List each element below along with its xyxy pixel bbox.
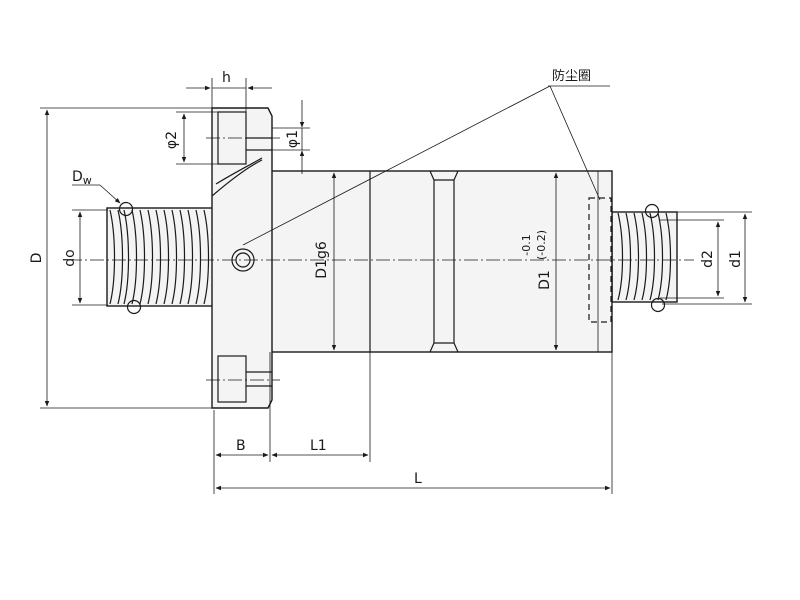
dimension-phi2: φ2 xyxy=(164,111,218,165)
left-screw-shaft xyxy=(106,201,216,315)
label-phi2: φ2 xyxy=(164,131,180,149)
label-D1: D1 xyxy=(537,270,553,290)
dimension-L1: L1 xyxy=(271,352,371,462)
flange xyxy=(211,107,273,409)
left-thread-grooves xyxy=(109,209,210,305)
dimension-d1: d1 xyxy=(662,211,752,305)
label-D1-tolerance-lower: (-0.2) xyxy=(535,230,548,260)
label-L: L xyxy=(414,471,422,487)
callout-dust-ring: 防尘圈 xyxy=(242,68,610,246)
nut-body xyxy=(215,170,613,353)
ball-top-left xyxy=(118,201,134,217)
dimension-L: L xyxy=(215,352,613,494)
label-do: do xyxy=(62,249,78,266)
dimension-D1g6: D1g6 xyxy=(314,172,337,351)
dimension-phi1: φ1 xyxy=(272,100,310,174)
label-dust-ring: 防尘圈 xyxy=(552,68,591,84)
right-screw-shaft xyxy=(611,203,678,313)
label-d1: d1 xyxy=(728,250,744,268)
dimension-B: B xyxy=(213,352,271,494)
label-Dw: Dw xyxy=(72,169,92,187)
label-D1g6: D1g6 xyxy=(314,241,330,279)
dust-ring-right xyxy=(588,197,612,323)
dimension-Dw: Dw xyxy=(72,169,121,204)
dimension-do: do xyxy=(62,209,108,306)
label-D: D xyxy=(29,253,45,264)
dimension-h: h xyxy=(186,70,272,112)
label-B: B xyxy=(236,438,246,454)
ball-top-right xyxy=(644,203,660,219)
right-thread-grooves xyxy=(617,212,672,301)
label-h: h xyxy=(222,70,231,86)
label-phi1: φ1 xyxy=(285,130,301,148)
dimension-d2: d2 xyxy=(660,219,724,299)
label-d2: d2 xyxy=(700,250,716,268)
center-lines xyxy=(68,137,694,381)
ball-bottom-left xyxy=(126,299,142,315)
label-D1-tolerance-upper: -0.1 xyxy=(520,234,533,255)
ball-bottom-right xyxy=(650,297,666,313)
dimension-D1: D1 -0.1 (-0.2) xyxy=(520,172,559,351)
dimension-D: D xyxy=(29,107,212,409)
counterbore-bottom xyxy=(217,355,247,403)
label-L1: L1 xyxy=(310,438,327,454)
